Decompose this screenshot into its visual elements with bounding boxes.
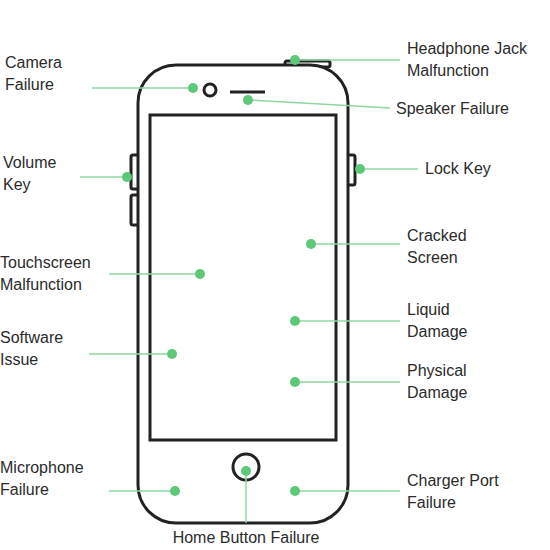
callout-label: Headphone Jack Malfunction: [407, 38, 545, 82]
callout-label: Software Issue: [0, 327, 84, 371]
callout-label: Liquid Damage: [407, 299, 483, 343]
callout-dot: [195, 269, 205, 279]
callout-dot: [188, 83, 198, 93]
callout-label: Lock Key: [425, 158, 491, 180]
callout-label: Charger Port Failure: [407, 470, 519, 514]
callout-dots: [122, 55, 365, 496]
leader-line: [295, 381, 400, 383]
speaker-slot: [230, 91, 265, 94]
callout-label: Speaker Failure: [396, 98, 509, 120]
callout-dot: [290, 316, 300, 326]
leader-lines: [80, 60, 418, 523]
callout-dot: [243, 95, 253, 105]
callout-label: Physical Damage: [407, 360, 487, 404]
leader-line: [311, 243, 400, 245]
leader-line: [248, 100, 390, 108]
leader-line: [360, 168, 418, 170]
leader-line: [109, 273, 200, 275]
callout-label: Touchscreen Malfunction: [0, 252, 104, 296]
phone-screen: [150, 115, 336, 440]
callout-dot: [290, 377, 300, 387]
callout-dot: [306, 239, 316, 249]
callout-dot: [170, 486, 180, 496]
leader-line: [295, 490, 400, 492]
leader-line: [80, 176, 127, 178]
leader-line: [295, 59, 400, 61]
leader-line: [109, 490, 175, 492]
callout-dot: [290, 55, 300, 65]
leader-line: [245, 471, 247, 523]
callout-label: Camera Failure: [5, 52, 87, 96]
leader-line: [92, 87, 193, 89]
callout-dot: [290, 486, 300, 496]
phone-body: [138, 65, 348, 523]
callout-dot: [355, 164, 365, 174]
callout-label: Cracked Screen: [407, 225, 483, 269]
camera-lens: [204, 84, 216, 96]
callout-label: Volume Key: [3, 152, 75, 196]
callout-label: Microphone Failure: [0, 457, 104, 501]
leader-line: [89, 353, 172, 355]
callout-dot: [241, 466, 251, 476]
callout-dot: [167, 349, 177, 359]
leader-line: [295, 320, 400, 322]
callout-dot: [122, 172, 132, 182]
callout-label: Home Button Failure: [173, 527, 320, 549]
